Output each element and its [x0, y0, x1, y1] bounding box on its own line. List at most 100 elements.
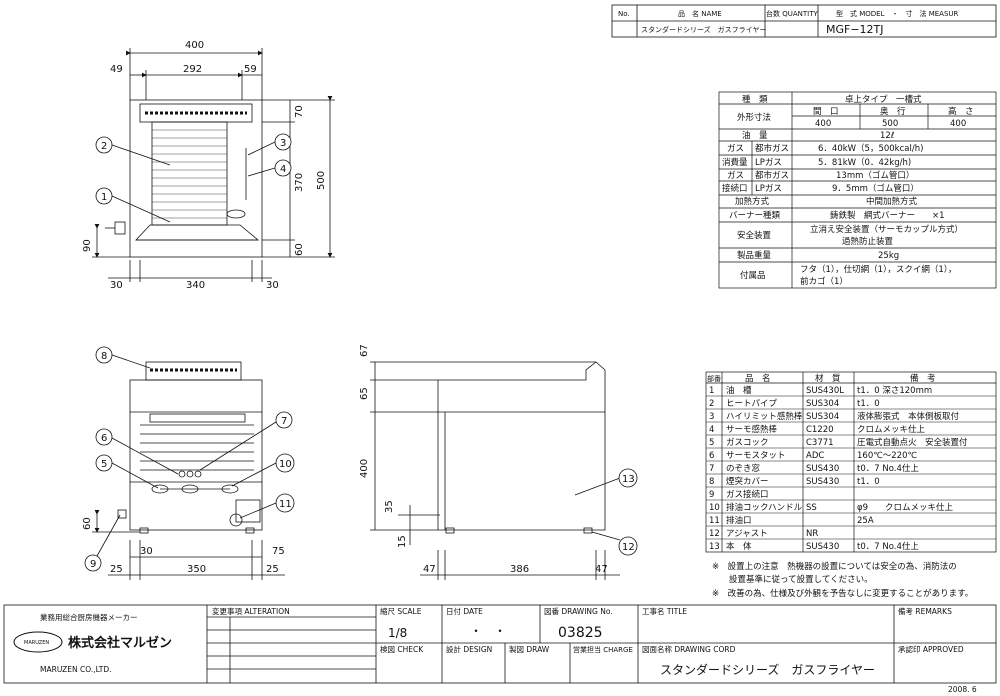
dim-400-side: 400	[359, 459, 370, 478]
dim-60-front: 60	[82, 517, 93, 530]
parts-cell-name: アジャスト	[726, 529, 768, 539]
parts-cell-no: 3	[709, 412, 714, 422]
balloon-group: 2 1 3 4 8 7 6 10 5 11 9 12 13	[84, 133, 638, 572]
parts-cell-material: SUS304	[806, 399, 839, 409]
spec-sub-depth: 奥 行	[880, 106, 906, 117]
balloon-4: 4	[280, 164, 286, 175]
parts-cell-material: SUS304	[806, 412, 839, 422]
spec-label-gas2: ガス	[727, 170, 744, 181]
parts-cell-no: 2	[709, 399, 714, 409]
dim-35: 35	[384, 500, 395, 513]
spec-value-safety2: 過熱防止装置	[842, 236, 894, 247]
spec-value-city-kw: 6．40kW（5，500kcal/h)	[818, 143, 923, 154]
parts-cell-no: 6	[709, 451, 714, 461]
parts-cell-material: SS	[806, 503, 817, 513]
balloon-11: 11	[279, 499, 292, 510]
parts-cell-no: 12	[709, 529, 720, 539]
dim-30-front: 30	[140, 546, 153, 557]
dim-59: 59	[244, 64, 257, 75]
balloon-3: 3	[280, 138, 286, 149]
dim-60: 60	[294, 243, 305, 256]
parts-cell-remarks: t0．7 No.4仕上	[857, 541, 919, 552]
parts-header-name: 品 名	[745, 373, 771, 384]
parts-cell-material: ADC	[806, 451, 824, 461]
parts-cell-material: C3771	[806, 438, 834, 448]
dim-67: 67	[359, 344, 370, 357]
parts-cell-no: 13	[709, 542, 720, 552]
draw-label: 製図 DRAW	[509, 644, 550, 654]
spec-label-gas1: ガス	[727, 143, 744, 154]
spec-label-safety: 安全装置	[737, 230, 772, 241]
spec-label-type: 種 類	[742, 94, 768, 105]
parts-cell-material: SUS430	[806, 477, 839, 487]
spec-value-lp-conn: 9．5mm（ゴム管口）	[832, 183, 919, 194]
scale-value: 1/8	[388, 626, 407, 640]
spec-sub-width: 間 口	[813, 107, 839, 117]
spec-label-heating: 加熱方式	[735, 196, 770, 207]
balloon-7: 7	[281, 416, 287, 427]
dim-400: 400	[185, 40, 204, 51]
parts-cell-name: 本 体	[726, 541, 752, 552]
parts-cell-name: ハイリミット感熱棒	[726, 411, 803, 422]
parts-cell-name: 油 槽	[726, 385, 752, 396]
date-label: 日付 DATE	[446, 606, 483, 616]
parts-cell-name: 排油コックハンドル	[726, 502, 803, 513]
dim-25-left: 25	[110, 564, 123, 575]
spec-label-city1: 都市ガス	[755, 143, 789, 154]
alteration-label: 変更事項 ALTERATION	[212, 606, 290, 616]
parts-cell-no: 5	[709, 438, 714, 448]
spec-label-burner: バーナー種類	[729, 210, 781, 221]
parts-cell-material: C1220	[806, 425, 834, 435]
drawing-cord-value: スタンダードシリーズ ガスフライヤー	[660, 662, 875, 677]
parts-cell-remarks: t1．0	[857, 399, 880, 409]
parts-cell-remarks: クロムメッキ仕上	[857, 424, 926, 435]
issue-date: 2008. 6	[948, 685, 977, 694]
parts-cell-material: SUS430	[806, 542, 839, 552]
parts-cell-name: 排油口	[726, 515, 752, 526]
parts-cell-name: サーモ感熱棒	[726, 424, 778, 435]
company-tagline: 業務用総合厨房機器メーカー	[40, 612, 138, 622]
balloon-5: 5	[101, 459, 107, 470]
spec-table	[718, 91, 997, 289]
parts-cell-name: ヒートパイプ	[726, 399, 778, 409]
parts-cell-name: ガス接続口	[726, 489, 769, 500]
parts-cell-name: サーモスタット	[726, 451, 786, 461]
spec-value-burner: 鋳鉄製 網式バーナー ×1	[830, 210, 945, 221]
dim-386: 386	[510, 564, 529, 575]
balloon-8: 8	[101, 351, 107, 362]
dim-49: 49	[110, 64, 123, 75]
scale-label: 縮尺 SCALE	[380, 606, 422, 616]
spec-value-accessories1: フタ（1），仕切網（1），スクイ網（1），	[800, 264, 956, 275]
parts-cell-name: のぞき窓	[726, 463, 761, 474]
spec-val-height: 400	[950, 119, 966, 129]
parts-cell-remarks: 160℃〜220℃	[857, 451, 917, 461]
drawing-no: 03825	[558, 625, 603, 641]
parts-cell-material: NR	[806, 529, 818, 539]
parts-cell-remarks: 25A	[857, 516, 874, 526]
approved-label: 承認印 APPROVED	[898, 644, 964, 654]
parts-cell-no: 1	[709, 386, 714, 396]
spec-label-consumption: 消費量	[722, 157, 748, 168]
header-qty: 台数 QUANTITY	[766, 9, 818, 18]
parts-cell-remarks: φ9 クロムメッキ仕上	[857, 502, 954, 513]
spec-value-type: 卓上タイプ 一槽式	[845, 94, 922, 105]
parts-cell-name: 煙突カバー	[726, 476, 769, 487]
drawing-cord-label: 図面名称 DRAWING CORD	[642, 644, 736, 654]
parts-cell-remarks: t1．0	[857, 477, 880, 487]
balloon-13: 13	[622, 474, 635, 485]
top-view	[92, 48, 335, 282]
spec-value-heating: 中間加熱方式	[866, 196, 918, 207]
spec-label-weight: 製品重量	[737, 250, 772, 261]
design-label: 設計 DESIGN	[446, 644, 492, 654]
dim-30-right: 30	[266, 280, 279, 291]
parts-cell-remarks: 液体膨張式 本体側板取付	[857, 411, 960, 422]
logo-text: MARUZEN	[24, 640, 49, 646]
parts-cell-material: SUS430L	[806, 386, 844, 396]
header-model: 型 式 MODEL ・ 寸 法 MEASUR	[836, 9, 959, 18]
parts-cell-no: 8	[709, 477, 714, 487]
note-line-3: ※ 改善の為、仕様及び外観を予告なしに変更することがあります。	[712, 588, 973, 599]
check-label: 検図 CHECK	[380, 644, 424, 654]
spec-value-weight: 25kg	[878, 251, 899, 261]
parts-cell-no: 10	[709, 503, 720, 513]
